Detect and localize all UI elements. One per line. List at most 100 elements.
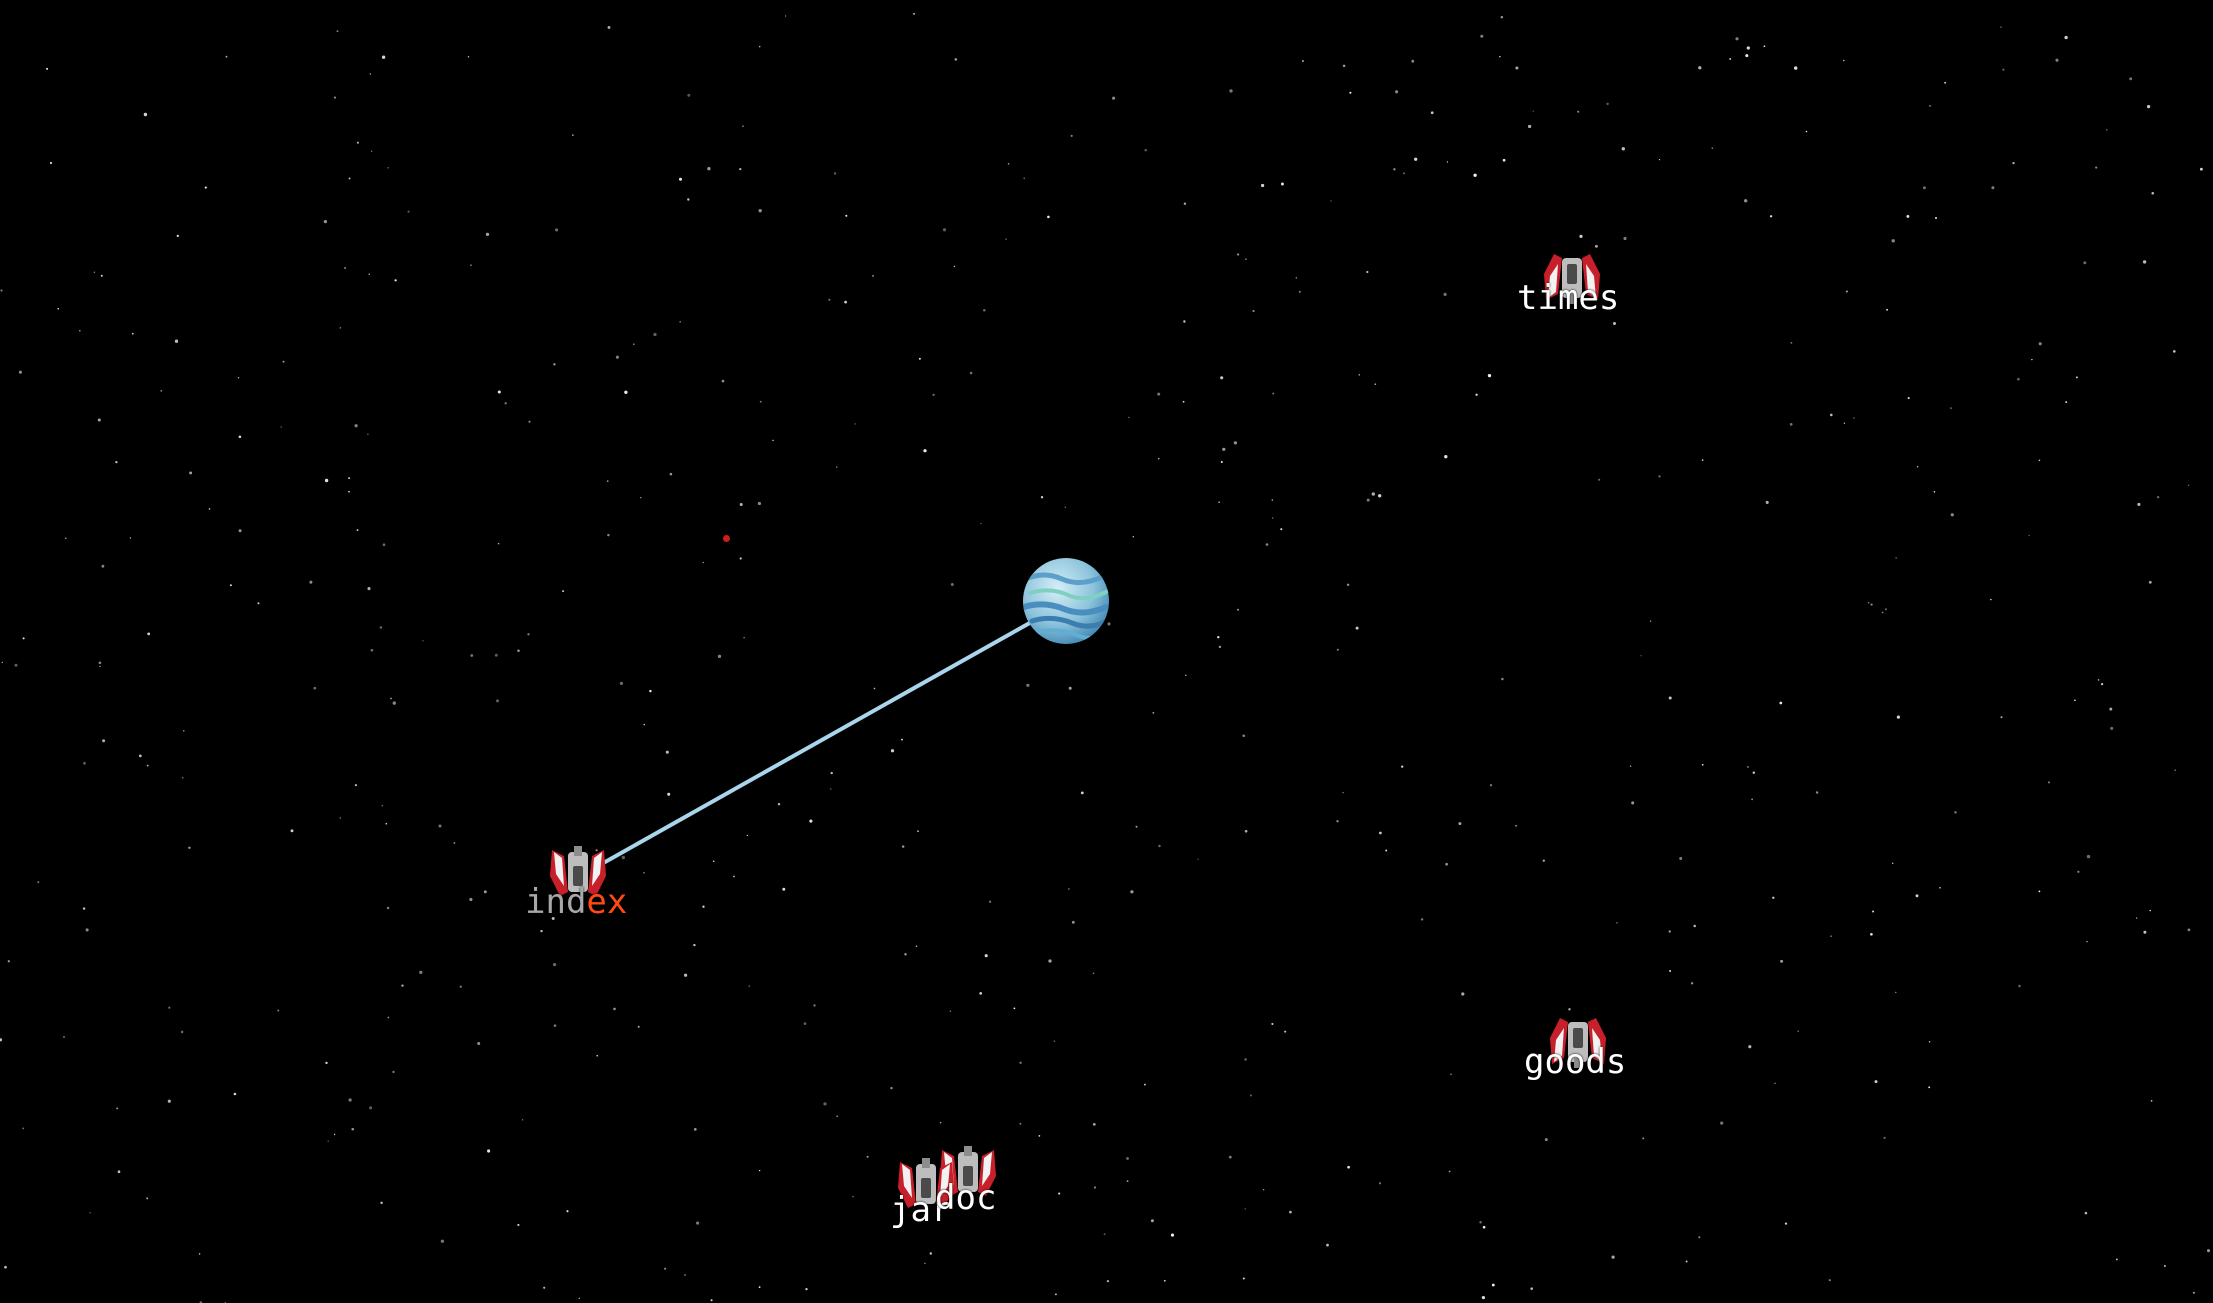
star [643, 723, 645, 726]
star [1170, 1233, 1175, 1237]
star [1631, 801, 1635, 805]
star [78, 329, 81, 332]
star [1711, 147, 1714, 149]
star [233, 1092, 237, 1096]
star [1143, 1083, 1146, 1086]
star [1218, 501, 1220, 503]
star [1830, 413, 1833, 417]
star [772, 439, 774, 442]
star [494, 653, 498, 657]
star [1892, 862, 1894, 864]
star [1473, 173, 1477, 177]
star [1845, 290, 1848, 293]
star [1126, 1157, 1129, 1160]
star [18, 370, 22, 374]
star [1092, 972, 1095, 975]
star [687, 198, 690, 201]
star [664, 1267, 667, 1270]
star [1228, 1155, 1232, 1159]
star [208, 508, 211, 510]
star [1752, 771, 1756, 774]
star [1658, 158, 1661, 161]
star [131, 332, 134, 335]
star [1872, 910, 1875, 913]
star [606, 480, 609, 482]
star [923, 449, 927, 453]
star [1746, 765, 1749, 768]
star [2065, 401, 2068, 404]
star [621, 855, 625, 860]
star [696, 1221, 700, 1225]
star [369, 1106, 373, 1110]
star [653, 332, 657, 337]
star [1347, 1165, 1350, 1169]
star [527, 633, 530, 636]
star [1611, 1255, 1615, 1259]
star [146, 764, 149, 767]
star [351, 1127, 354, 1131]
star [1019, 1122, 1022, 1125]
star [467, 56, 470, 58]
star [496, 699, 499, 703]
star [643, 871, 645, 874]
star [924, 1262, 926, 1265]
star [339, 817, 342, 819]
star [901, 738, 903, 741]
star [1106, 1279, 1110, 1283]
star [1527, 1065, 1530, 1069]
star [1158, 844, 1161, 848]
star [367, 587, 371, 591]
star [333, 96, 337, 99]
star [1126, 1180, 1129, 1182]
star [1748, 1045, 1752, 1049]
star [836, 1115, 838, 1117]
star [2018, 984, 2021, 988]
star [387, 167, 389, 169]
star [1295, 277, 1298, 279]
star [572, 134, 574, 136]
star [438, 824, 442, 828]
star [1233, 441, 1238, 445]
star [1183, 202, 1187, 205]
star [2002, 68, 2005, 71]
star [823, 1102, 827, 1106]
star [2000, 26, 2002, 28]
star [367, 433, 369, 436]
star [1242, 734, 1245, 738]
star [1720, 1121, 1724, 1125]
star [1577, 110, 1580, 113]
star [890, 749, 895, 753]
star [852, 1195, 854, 1198]
star [1217, 636, 1220, 639]
star [2200, 167, 2203, 171]
star [1669, 970, 1672, 972]
star [1797, 1030, 1799, 1032]
star [1794, 66, 1798, 70]
star [1779, 701, 1783, 705]
star [4, 1265, 7, 1269]
star [1271, 499, 1274, 501]
star [1883, 1136, 1886, 1140]
star [1907, 397, 1910, 400]
star [1, 661, 3, 663]
star [1690, 982, 1694, 985]
star [2156, 495, 2160, 499]
star [596, 1054, 598, 1057]
star [1935, 217, 1937, 219]
star [2163, 1264, 2166, 1268]
star [757, 501, 762, 506]
star [739, 503, 743, 506]
star [394, 279, 397, 282]
bullet [723, 535, 730, 542]
star [1070, 134, 1073, 137]
star [828, 298, 831, 301]
star [1280, 182, 1284, 186]
star [369, 73, 371, 75]
star [1379, 831, 1382, 835]
star [742, 125, 744, 127]
star [873, 687, 876, 690]
star [2149, 909, 2151, 912]
star [237, 377, 240, 379]
star [665, 750, 669, 754]
